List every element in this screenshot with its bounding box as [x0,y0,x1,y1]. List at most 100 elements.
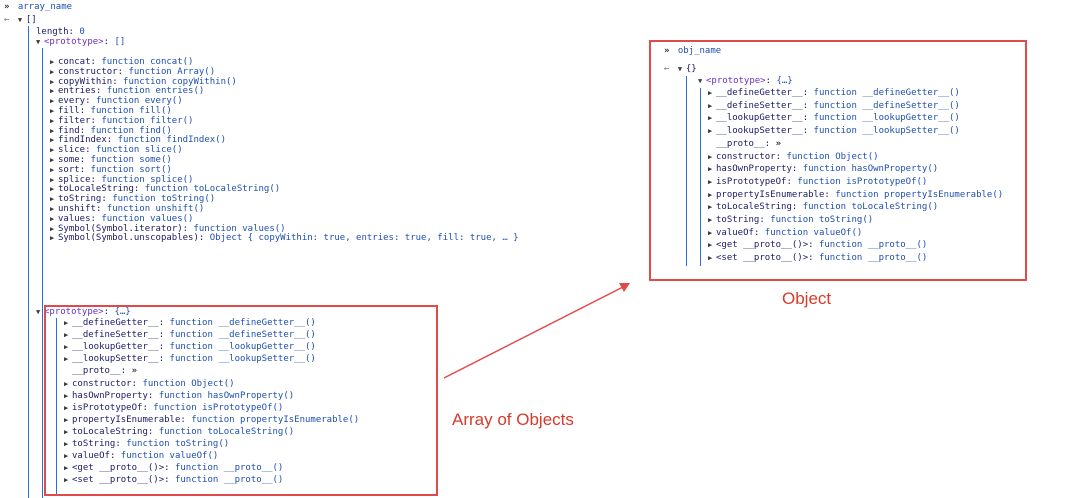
collapsed-triangle-icon[interactable]: ▶ [708,101,713,110]
collapsed-triangle-icon[interactable]: ▶ [708,127,713,136]
collapsed-triangle-icon[interactable]: ▶ [50,146,55,155]
collapsed-triangle-icon[interactable]: ▶ [50,58,55,66]
object-method-row[interactable]: ▶<set __proto__()>: function __proto__() [708,253,928,264]
collapsed-triangle-icon[interactable]: ▶ [64,331,69,340]
object-method-row[interactable]: ▶hasOwnProperty: function hasOwnProperty… [64,390,295,401]
array-method-row[interactable]: ▶sort: function sort() [50,164,172,175]
object-method-row[interactable]: ▶<get __proto__()>: function __proto__() [64,463,284,474]
array-method-row[interactable]: ▶entries: function entries() [50,86,205,97]
object-method-row[interactable]: ▶toString: function toString() [708,215,874,225]
object-method-row[interactable]: ▶toLocaleString: function toLocaleString… [708,202,939,213]
collapsed-triangle-icon[interactable]: ▶ [64,403,69,412]
object-method-row[interactable]: ▶toString: function toString() [64,439,230,449]
proto-row[interactable]: __proto__: » [716,138,782,149]
array-method-row[interactable]: ▶constructor: function Array() [50,66,216,77]
array-method-row[interactable]: ▶values: function values() [50,213,194,224]
collapsed-triangle-icon[interactable]: ▶ [50,87,55,96]
collapsed-triangle-icon[interactable]: ▶ [50,97,55,106]
collapsed-triangle-icon[interactable]: ▶ [50,234,55,243]
object-method-row[interactable]: ▶constructor: function Object() [708,151,879,162]
collapsed-triangle-icon[interactable]: ▶ [50,77,55,86]
object-method-row[interactable]: ▶<get __proto__()>: function __proto__() [708,240,928,251]
object-method-row[interactable]: ▶constructor: function Object() [64,378,235,389]
collapsed-triangle-icon[interactable]: ▶ [64,355,69,364]
collapsed-triangle-icon[interactable]: ▶ [50,165,55,174]
collapsed-triangle-icon[interactable]: ▶ [708,114,713,123]
object-prototype-row[interactable]: ▼<prototype>: {…} [698,76,793,86]
object-root-row[interactable]: ← ▼{} [664,64,697,74]
array-method-row[interactable]: ▶splice: function splice() [50,174,194,185]
collapsed-triangle-icon[interactable]: ▶ [50,214,55,223]
collapsed-triangle-icon[interactable]: ▶ [64,464,69,473]
array-method-row[interactable]: ▶concat: function concat() [50,57,194,67]
object-method-row[interactable]: ▶toLocaleString: function toLocaleString… [64,426,295,437]
object-method-row[interactable]: ▶valueOf: function valueOf() [708,227,863,238]
array-method-row[interactable]: ▶toString: function toString() [50,194,216,205]
array-method-row[interactable]: ▶filter: function filter() [50,115,194,126]
collapsed-triangle-icon[interactable]: ▶ [50,205,55,213]
collapsed-triangle-icon[interactable]: ▶ [708,254,713,263]
object-method-row[interactable]: ▶isPrototypeOf: function isPrototypeOf() [64,402,284,413]
array-method-row[interactable]: ▶find: function find() [50,125,172,136]
accessor-method-row[interactable]: ▶__defineGetter__: function __defineGett… [708,88,960,98]
collapsed-triangle-icon[interactable]: ▶ [708,216,713,224]
console-input-line[interactable]: » obj_name [664,46,721,56]
array-method-row[interactable]: ▶findIndex: function findIndex() [50,135,226,146]
collapsed-triangle-icon[interactable]: ▶ [50,116,55,125]
accessor-method-row[interactable]: ▶__lookupGetter__: function __lookupGett… [64,342,316,353]
collapsed-triangle-icon[interactable]: ▶ [708,190,713,199]
collapsed-triangle-icon[interactable]: ▶ [64,343,69,352]
accessor-method-row[interactable]: ▶__defineSetter__: function __defineSett… [708,100,960,111]
collapsed-triangle-icon[interactable]: ▶ [708,228,713,237]
proto-row[interactable]: __proto__: » [72,366,138,377]
collapsed-triangle-icon[interactable]: ▶ [708,165,713,174]
collapsed-triangle-icon[interactable]: ▶ [64,379,69,388]
collapsed-triangle-icon[interactable]: ▶ [64,319,69,327]
array-method-row[interactable]: ▶fill: function fill() [50,106,172,116]
collapsed-triangle-icon[interactable]: ▶ [708,203,713,212]
array-method-row[interactable]: ▶copyWithin: function copyWithin() [50,76,237,87]
array-method-row[interactable]: ▶Symbol(Symbol.unscopables): Object { co… [50,233,519,244]
expand-triangle-icon[interactable]: ▼ [677,65,683,73]
array-method-row[interactable]: ▶Symbol(Symbol.iterator): function value… [50,223,286,234]
array-method-row[interactable]: ▶toLocaleString: function toLocaleString… [50,184,281,195]
collapsed-triangle-icon[interactable]: ▶ [50,136,55,145]
array-method-row[interactable]: ▶some: function some() [50,155,172,165]
collapsed-triangle-icon[interactable]: ▶ [64,452,69,461]
expand-triangle-icon[interactable]: ▼ [698,77,703,85]
collapsed-triangle-icon[interactable]: ▶ [64,415,69,424]
expand-triangle-icon[interactable]: ▼ [17,16,23,24]
accessor-method-row[interactable]: ▶__lookupSetter__: function __lookupSett… [64,354,316,365]
collapsed-triangle-icon[interactable]: ▶ [708,152,713,161]
inner-prototype-row[interactable]: ▼<prototype>: {…} [36,307,131,317]
expand-triangle-icon[interactable]: ▼ [36,38,41,46]
collapsed-triangle-icon[interactable]: ▶ [50,224,55,233]
collapsed-triangle-icon[interactable]: ▶ [50,185,55,194]
collapsed-triangle-icon[interactable]: ▶ [50,156,55,164]
collapsed-triangle-icon[interactable]: ▶ [50,195,55,204]
object-method-row[interactable]: ▶propertyIsEnumerable: function property… [708,189,1004,200]
array-method-row[interactable]: ▶slice: function slice() [50,145,183,156]
collapsed-triangle-icon[interactable]: ▶ [50,126,55,135]
console-input-line[interactable]: » array_name [4,2,72,12]
collapsed-triangle-icon[interactable]: ▶ [50,67,55,76]
collapsed-triangle-icon[interactable]: ▶ [708,177,713,186]
expand-triangle-icon[interactable]: ▼ [36,308,41,316]
object-method-row[interactable]: ▶valueOf: function valueOf() [64,451,219,462]
array-root-row[interactable]: ← ▼[] [4,15,37,25]
accessor-method-row[interactable]: ▶__defineGetter__: function __defineGett… [64,318,316,328]
array-prototype-row[interactable]: ▼<prototype>: [] [36,37,126,47]
array-method-row[interactable]: ▶every: function every() [50,96,183,107]
array-method-row[interactable]: ▶unshift: function unshift() [50,204,205,214]
collapsed-triangle-icon[interactable]: ▶ [64,427,69,436]
accessor-method-row[interactable]: ▶__lookupGetter__: function __lookupGett… [708,113,960,124]
object-method-row[interactable]: ▶propertyIsEnumerable: function property… [64,414,360,425]
object-method-row[interactable]: ▶hasOwnProperty: function hasOwnProperty… [708,164,939,175]
collapsed-triangle-icon[interactable]: ▶ [708,89,713,97]
accessor-method-row[interactable]: ▶__defineSetter__: function __defineSett… [64,330,316,341]
collapsed-triangle-icon[interactable]: ▶ [708,241,713,250]
accessor-method-row[interactable]: ▶__lookupSetter__: function __lookupSett… [708,126,960,137]
collapsed-triangle-icon[interactable]: ▶ [50,107,55,115]
collapsed-triangle-icon[interactable]: ▶ [64,391,69,400]
collapsed-triangle-icon[interactable]: ▶ [64,476,69,485]
